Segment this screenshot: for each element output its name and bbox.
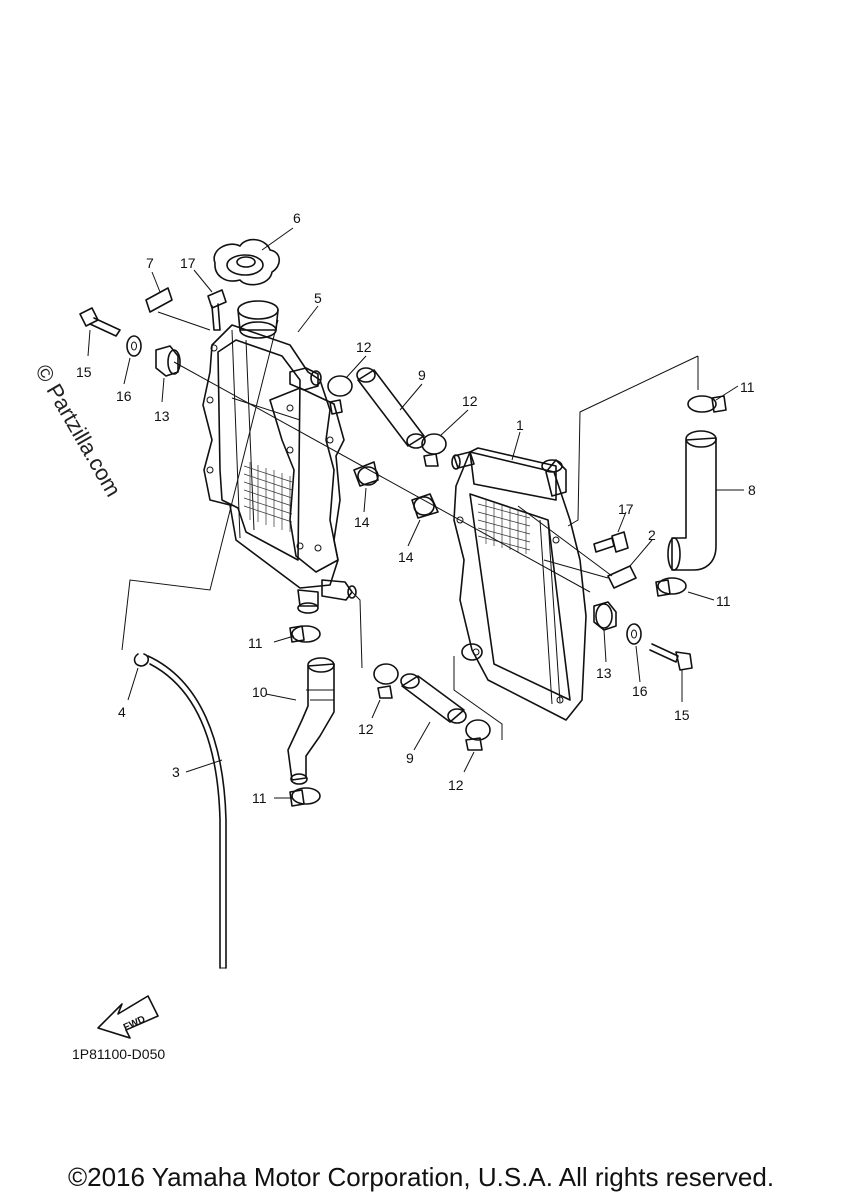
callout-leaders xyxy=(87,227,744,799)
callout-12-upper-right: 12 xyxy=(462,393,478,409)
callout-17-right: 17 xyxy=(618,501,634,517)
clamp-12-lower-left xyxy=(373,663,399,699)
callout-16-right: 16 xyxy=(632,683,648,699)
callout-15-left: 15 xyxy=(76,364,92,380)
callout-13-right: 13 xyxy=(596,665,612,681)
callout-5: 5 xyxy=(314,290,322,306)
callout-12-upper-left: 12 xyxy=(356,339,372,355)
bolt-17-right xyxy=(593,531,629,553)
clamp-11-lower-right xyxy=(655,577,687,597)
grommet-13-right xyxy=(593,601,617,631)
clamp-11-upper-right xyxy=(687,395,727,413)
hose-9-lower xyxy=(400,673,467,724)
washer-16-left xyxy=(126,335,142,357)
callout-4: 4 xyxy=(118,704,126,720)
clamp-12-upper-left xyxy=(327,375,353,415)
clamp-12-upper-right xyxy=(421,433,447,467)
right-radiator xyxy=(451,447,587,721)
bolt-15-left xyxy=(79,307,121,337)
bolt-15-right xyxy=(649,643,693,671)
callout-12-lower-left: 12 xyxy=(358,721,374,737)
callout-11-lower-right: 11 xyxy=(716,593,731,609)
clamp-12-lower-right xyxy=(465,719,491,751)
callout-12-lower-right: 12 xyxy=(448,777,464,793)
radiator-cap xyxy=(213,238,281,286)
callout-6: 6 xyxy=(293,210,301,226)
callout-3: 3 xyxy=(172,764,180,780)
clamp-11-mid-left xyxy=(289,625,321,643)
callout-10: 10 xyxy=(252,684,268,700)
bolt-17-left xyxy=(207,289,227,331)
callout-11-mid-left: 11 xyxy=(248,635,263,651)
grommet-13-left xyxy=(155,345,181,377)
pad-7 xyxy=(145,287,173,313)
pad-2 xyxy=(607,565,637,589)
callout-1: 1 xyxy=(516,417,524,433)
callout-labels: 6 5 7 17 15 16 13 12 9 12 1 14 14 17 2 8… xyxy=(76,210,756,806)
clip-4 xyxy=(133,653,150,667)
callout-8: 8 xyxy=(748,482,756,498)
hose-9-upper xyxy=(356,367,426,449)
callout-17-left: 17 xyxy=(180,255,196,271)
callout-16-left: 16 xyxy=(116,388,132,404)
callout-9-lower: 9 xyxy=(406,750,414,766)
callout-11-upper-right: 11 xyxy=(740,379,755,395)
callout-9-upper: 9 xyxy=(418,367,426,383)
copyright-notice: ©2016 Yamaha Motor Corporation, U.S.A. A… xyxy=(67,1162,775,1192)
washer-16-right xyxy=(626,623,642,645)
assembly-lines xyxy=(121,311,699,740)
callout-11-lower-left: 11 xyxy=(252,790,267,806)
hose-10 xyxy=(287,657,335,785)
callout-14-left: 14 xyxy=(354,514,370,530)
overflow-tube-3 xyxy=(147,655,227,969)
callout-2: 2 xyxy=(648,527,656,543)
left-radiator xyxy=(202,300,357,614)
callout-13-left: 13 xyxy=(154,408,170,424)
drawing-code: 1P81100-D050 xyxy=(72,1046,166,1062)
callout-14-right: 14 xyxy=(398,549,414,565)
callout-15-right: 15 xyxy=(674,707,690,723)
clamp-11-lower-left xyxy=(289,787,321,807)
callout-7: 7 xyxy=(146,255,154,271)
collar-14-left xyxy=(353,461,379,487)
fwd-label: FWD xyxy=(122,1014,147,1034)
hose-8 xyxy=(667,430,717,571)
fwd-arrow: FWD xyxy=(97,995,159,1039)
